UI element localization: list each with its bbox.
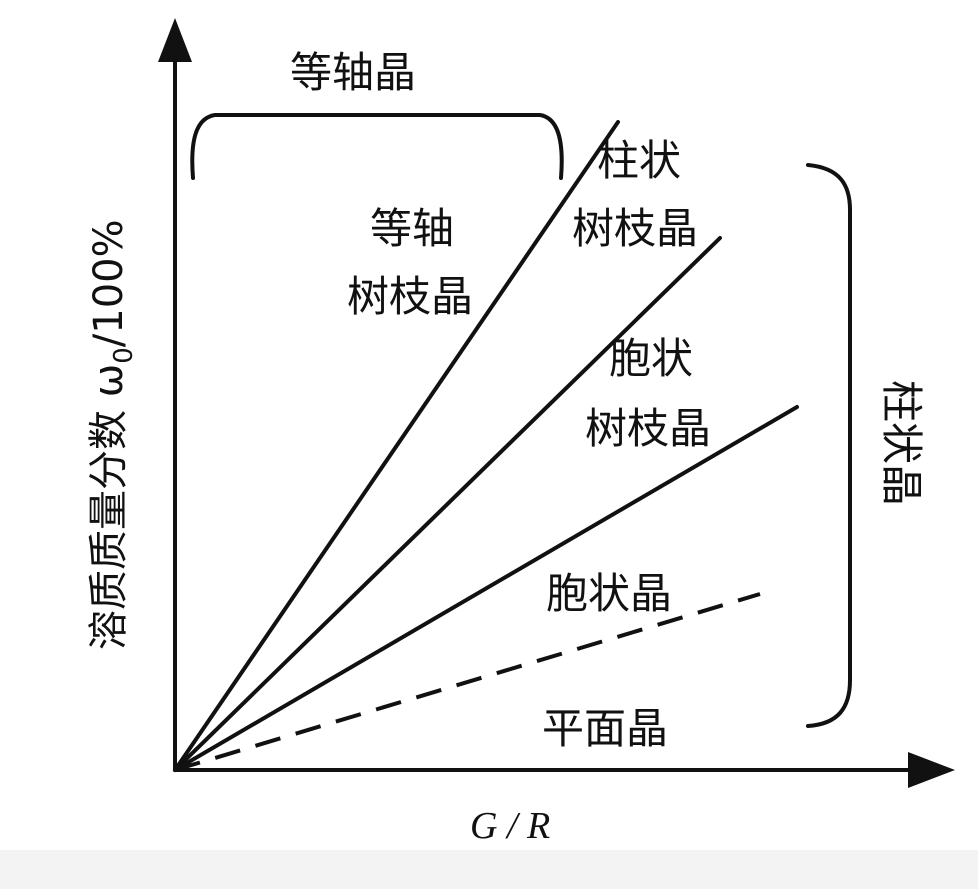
y-axis-title-tail: /100% [86, 219, 132, 347]
label-cellular: 胞状晶 [546, 569, 672, 618]
label-cellular-dendrite-1: 胞状 [609, 334, 693, 383]
y-axis-title: 溶质质量分数 ω0/100% [86, 219, 139, 650]
boundary-line-cellular-dendrite-cellular [173, 405, 799, 772]
y-axis-title-main: 溶质质量分数 ω [86, 364, 132, 650]
label-planar: 平面晶 [542, 704, 668, 753]
equiaxed-brace [190, 113, 564, 180]
label-columnar-dendrite-1: 柱状 [597, 136, 681, 185]
boundary-line-cellular-planar [174, 592, 761, 772]
x-axis-arrow [908, 752, 955, 788]
label-equiaxed-dendrite-1: 等轴 [370, 204, 454, 253]
label-columnar: 柱状晶 [877, 380, 926, 506]
bottom-strip [0, 850, 978, 889]
x-axis-title: G / R [470, 805, 550, 847]
y-axis-arrow [158, 18, 192, 62]
y-axis-title-subscript: 0 [109, 347, 139, 364]
label-equiaxed: 等轴晶 [290, 48, 416, 97]
label-equiaxed-dendrite-2: 树枝晶 [347, 272, 473, 321]
boundary-line-columnar-cellular-dendrite [173, 236, 722, 772]
label-columnar-dendrite-2: 树枝晶 [572, 204, 698, 253]
columnar-brace [806, 163, 852, 728]
boundary-line-equiaxed-columnar [173, 120, 620, 772]
label-cellular-dendrite-2: 树枝晶 [585, 404, 711, 453]
